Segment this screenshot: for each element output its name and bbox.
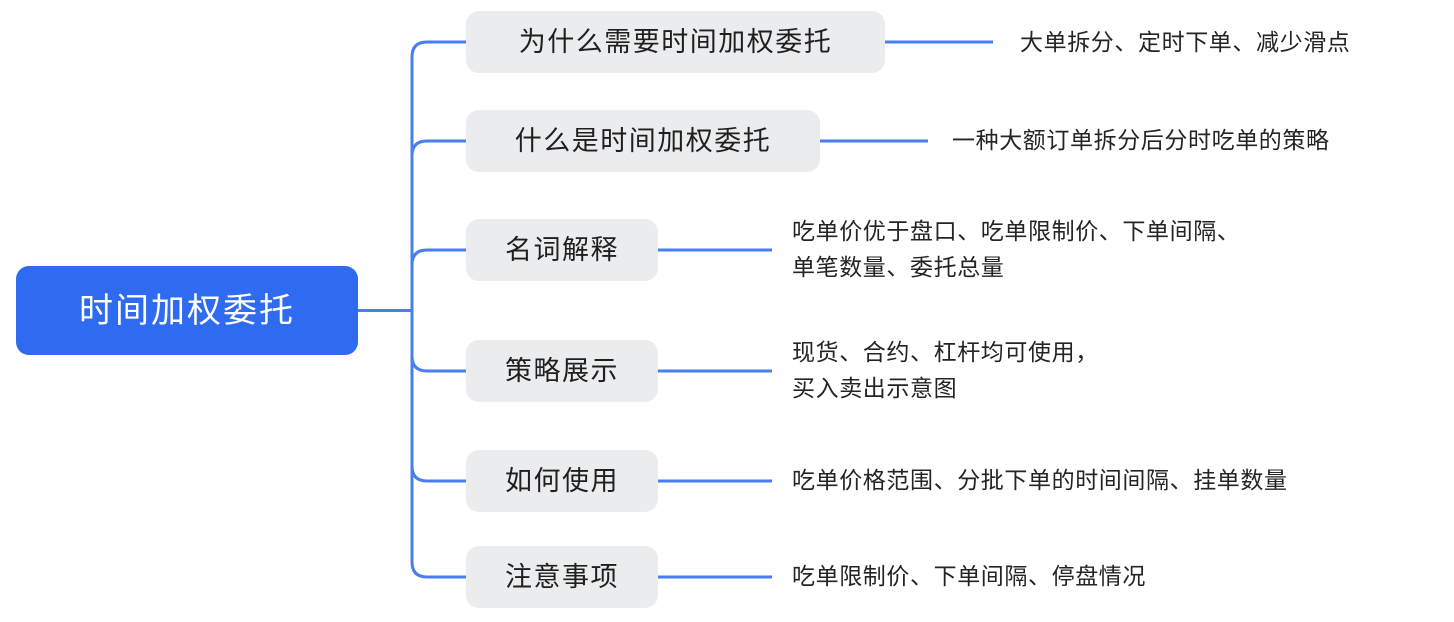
branch-node-label: 策略展示 [505,355,619,386]
branch-node-label: 如何使用 [505,465,619,496]
branch-node-notes[interactable]: 注意事项 [466,546,658,608]
branch-node-label: 注意事项 [505,561,619,592]
leaf-text-what-is: 一种大额订单拆分后分时吃单的策略 [952,127,1330,153]
leaf-text-why-needed: 大单拆分、定时下单、减少滑点 [1020,29,1351,55]
connector-spine-row4 [410,310,466,373]
branch-node-terminology[interactable]: 名词解释 [466,219,658,281]
leaf-text-terminology: 吃单价优于盘口、吃单限制价、下单间隔、 单笔数量、委托总量 [792,218,1241,280]
branch-node-strategy-demo[interactable]: 策略展示 [466,340,658,402]
branch-node-label: 为什么需要时间加权委托 [518,26,833,57]
leaf-text-how-to-use: 吃单价格范围、分批下单的时间间隔、挂单数量 [792,467,1288,493]
connector-spine-row5 [410,310,466,483]
connector-spine-row3 [410,248,466,311]
connector-spine-row2 [410,139,466,311]
leaf-text-notes: 吃单限制价、下单间隔、停盘情况 [792,563,1146,589]
root-node[interactable]: 时间加权委托 [16,266,358,355]
root-node-label: 时间加权委托 [79,291,295,330]
branch-node-what-is[interactable]: 什么是时间加权委托 [466,110,820,172]
connector-spine-row6 [410,310,466,579]
leaf-text-strategy-demo: 现货、合约、杠杆均可使用， 买入卖出示意图 [792,339,1099,401]
connector-spine-row1 [410,40,466,311]
branch-node-label: 什么是时间加权委托 [514,125,772,156]
branch-node-why-needed[interactable]: 为什么需要时间加权委托 [466,11,885,73]
branch-node-how-to-use[interactable]: 如何使用 [466,450,658,512]
branch-node-label: 名词解释 [505,234,619,265]
